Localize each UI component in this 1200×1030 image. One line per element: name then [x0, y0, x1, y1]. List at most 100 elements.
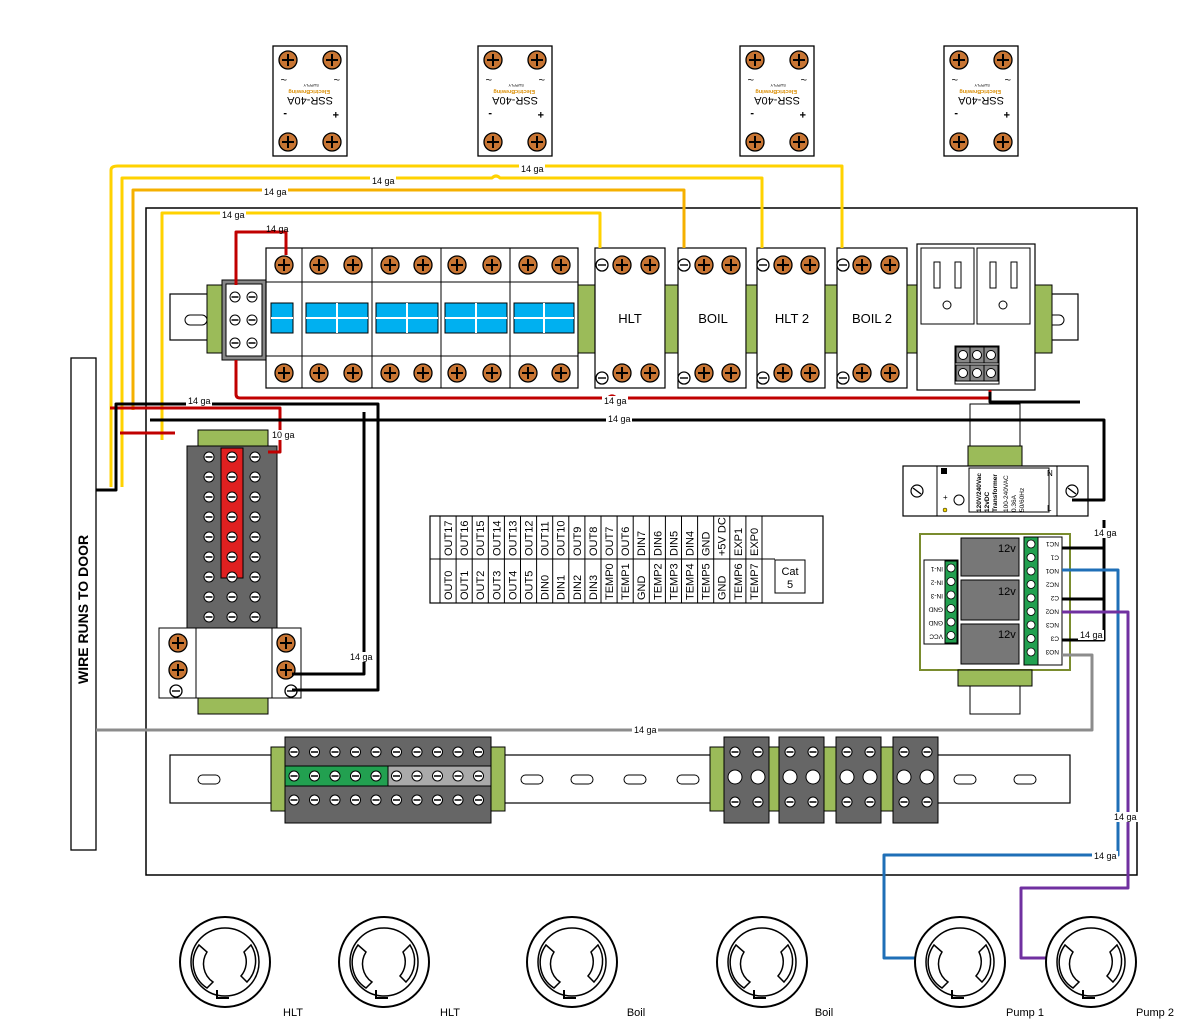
relay-pin-labels: NC1C1NO1NC2C2NO2NC3C3NO3IN-1IN-2IN-3GNDG…	[928, 539, 1059, 657]
controller-pin-bottom: GND	[717, 576, 729, 601]
relay-pin-right: NO2	[1045, 608, 1059, 615]
relay-pin-left: IN-2	[930, 579, 943, 586]
power-distribution-block	[158, 429, 302, 715]
controller-pin-top: OUT7	[604, 527, 616, 556]
cat-label: Cat	[781, 566, 798, 578]
label-14ga-14: 14 ga	[1114, 812, 1137, 822]
relay-pin-right: C2	[1050, 594, 1059, 601]
controller-pin-bottom: TEMP0	[604, 563, 616, 600]
receptacle-label-6: Pump 2	[1136, 1007, 1174, 1019]
svg-text:~: ~	[748, 73, 754, 85]
relay-pin-left: IN-1	[930, 565, 943, 572]
controller-pin-top: OUT16	[459, 521, 471, 556]
svg-text:SUPPLY: SUPPLY	[974, 83, 990, 88]
svg-text:SSR-40A: SSR-40A	[286, 94, 333, 106]
controller-pin-bottom: TEMP1	[620, 563, 632, 600]
svg-text:Transformer: Transformer	[992, 474, 999, 512]
relay-3-label: 12v	[998, 629, 1016, 641]
receptacle-3	[526, 916, 618, 1008]
controller-pin-bottom: TEMP7	[749, 563, 761, 600]
svg-text:SUPPLY: SUPPLY	[770, 83, 786, 88]
controller-pin-bottom: DIN3	[588, 575, 600, 600]
relay-pin-right: NO3	[1045, 648, 1059, 655]
controller-pin-bottom: OUT4	[507, 571, 519, 600]
receptacle-label-3: Boil	[627, 1007, 645, 1019]
controller-pin-bottom: DIN2	[572, 575, 584, 600]
svg-text:+: +	[800, 108, 806, 120]
ssr-2: + - SSR-40A ElectricBrewing SUPPLY ~ ~	[477, 45, 553, 157]
breaker-hlt: HLT	[594, 247, 666, 389]
label-10ga: 10 ga	[272, 430, 295, 440]
cat-number: 5	[787, 579, 793, 591]
controller-pin-top: +5V DC	[717, 517, 729, 556]
svg-text:~: ~	[952, 73, 958, 85]
svg-text:~: ~	[334, 73, 340, 85]
breaker-boil-2: BOIL 2	[836, 247, 908, 389]
controller-pin-bottom: DIN1	[556, 575, 568, 600]
wire-gauge-labels: 14 ga 14 ga 14 ga 14 ga 14 ga 14 ga 14 g…	[186, 164, 1138, 861]
svg-text:50/60Hz: 50/60Hz	[1019, 488, 1026, 512]
receptacle-label-2: HLT	[440, 1007, 460, 1019]
svg-text:~: ~	[281, 73, 287, 85]
controller-pin-bottom: TEMP3	[668, 563, 680, 600]
breaker-label-hlt: HLT	[618, 311, 642, 326]
controller-pin-top: OUT15	[475, 521, 487, 556]
svg-text:SUPPLY: SUPPLY	[303, 83, 319, 88]
transformer: + N L 120V/240Vac 12vDC Transformer 100-…	[902, 403, 1089, 517]
svg-text:ElectricBrewing: ElectricBrewing	[288, 88, 330, 94]
receptacle-6	[1045, 916, 1137, 1008]
relay-pin-right: NC1	[1046, 540, 1059, 547]
lower-terminal-strip	[270, 736, 506, 824]
label-14ga-4: 14 ga	[222, 210, 245, 220]
svg-text:~: ~	[801, 73, 807, 85]
receptacle-4	[716, 916, 808, 1008]
controller-pin-bottom: OUT2	[475, 571, 487, 600]
controller-pin-top: OUT14	[491, 521, 503, 556]
relay-pin-right: NC2	[1046, 581, 1059, 588]
receptacle-1	[179, 916, 271, 1008]
label-14ga-11: 14 ga	[1094, 528, 1117, 538]
controller-pin-top: DIN6	[652, 531, 664, 556]
label-14ga-8: 14 ga	[608, 414, 631, 424]
svg-text:120V/240Vac: 120V/240Vac	[976, 473, 983, 512]
breaker-label-boil-2: BOIL 2	[852, 311, 892, 326]
relay-pin-right: NO1	[1045, 567, 1059, 574]
controller-pin-bottom: TEMP5	[701, 563, 713, 600]
control-breakers: HLT BOIL HLT 2 BOIL 2	[577, 247, 918, 389]
svg-text:-: -	[488, 108, 492, 120]
label-14ga-13: 14 ga	[1094, 851, 1117, 861]
controller-pin-bottom: TEMP2	[652, 563, 664, 600]
relay-pin-right: C3	[1050, 635, 1059, 642]
label-14ga-12: 14 ga	[1080, 630, 1103, 640]
controller-pin-top: DIN4	[685, 531, 697, 556]
controller-pin-top: OUT10	[556, 521, 568, 556]
controller-pin-bottom: DIN0	[540, 575, 552, 600]
label-14ga-3: 14 ga	[264, 187, 287, 197]
controller-pin-top: OUT9	[572, 527, 584, 556]
relay-pin-left: VCC	[929, 633, 943, 640]
controller-pin-top: OUT12	[524, 521, 536, 556]
controller-pin-top: OUT6	[620, 527, 632, 556]
controller-pin-top: GND	[701, 532, 713, 557]
svg-text:+: +	[1004, 108, 1010, 120]
svg-text:12vDC: 12vDC	[984, 491, 991, 512]
svg-text:ElectricBrewing: ElectricBrewing	[959, 88, 1001, 94]
breaker-hlt-2: HLT 2	[756, 247, 826, 389]
receptacle-label-1: HLT	[283, 1007, 303, 1019]
relay-pin-right: C1	[1050, 554, 1059, 561]
svg-text:ElectricBrewing: ElectricBrewing	[755, 88, 797, 94]
svg-text:+: +	[943, 493, 948, 502]
controller-pin-top: OUT11	[540, 521, 552, 556]
transformer-l: L	[1047, 504, 1052, 513]
enclosure-panel	[145, 207, 1138, 876]
relay-pin-left: GND	[928, 619, 943, 626]
svg-text:-: -	[750, 108, 754, 120]
controller-pin-bottom: GND	[636, 576, 648, 601]
label-14ga-10: 14 ga	[634, 725, 657, 735]
breaker-boil: BOIL	[677, 247, 747, 389]
relay-pin-left: GND	[928, 606, 943, 613]
lower-relay-terminals	[709, 736, 939, 824]
ssr-3: + - SSR-40A ElectricBrewing SUPPLY ~ ~	[739, 45, 815, 157]
breaker-label-hlt-2: HLT 2	[775, 311, 809, 326]
